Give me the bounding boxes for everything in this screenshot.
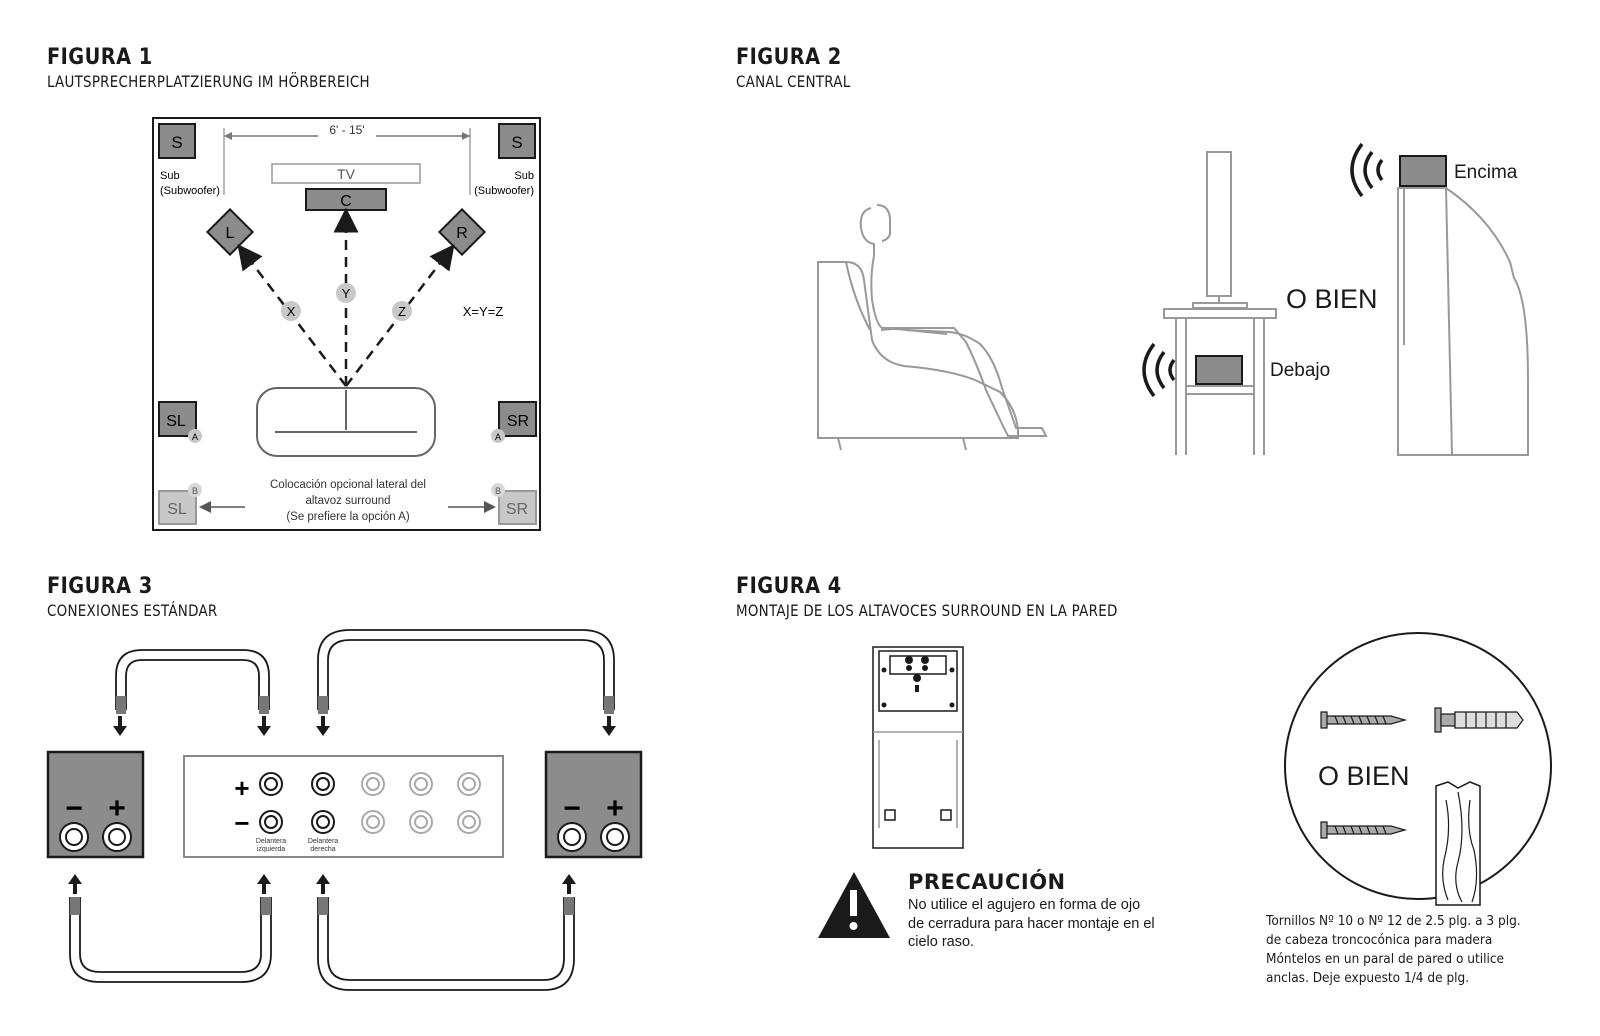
bracket-holes	[881, 656, 955, 708]
figure-3-subtitle: CONEXIONES ESTÁNDAR	[47, 601, 218, 620]
screw-detail-circle	[1284, 632, 1552, 900]
option-b-badge-right	[491, 483, 505, 497]
figure-3-diagram: − + − + + − Delantera izquierda Delanter…	[46, 629, 643, 991]
option-b-badge-left	[188, 483, 202, 497]
figure-4-diagram	[818, 632, 1552, 938]
distance-x-label: X	[287, 304, 296, 319]
warning-icon	[818, 872, 890, 938]
sound-waves-below-icon	[1142, 342, 1176, 398]
screw-with-anchor-icon	[1434, 707, 1524, 733]
sub-label-full-right: (Subwoofer)	[474, 185, 534, 197]
armchair	[817, 261, 1019, 439]
surround-left-label: SL	[166, 413, 186, 430]
option-a-badge-right	[491, 429, 505, 443]
front-left-label-1: Delantera	[256, 838, 286, 845]
sound-waves-above-icon	[1350, 142, 1384, 198]
surround-right-speaker	[498, 401, 537, 437]
screw-icon	[1320, 711, 1408, 729]
front-right-label-1: Delantera	[308, 838, 338, 845]
center-speaker-below	[1195, 355, 1243, 385]
sub-label-left: Sub	[160, 170, 180, 182]
figure-2-subtitle: CANAL CENTRAL	[736, 72, 851, 91]
center-speaker-above	[1399, 155, 1447, 187]
equation-label: X=Y=Z	[463, 304, 504, 319]
subwoofer-left-label: S	[171, 133, 182, 152]
caution-text: No utilice el agujero en forma de ojo de…	[908, 897, 1155, 950]
seated-person	[859, 204, 1048, 437]
keyhole-icon	[913, 674, 922, 692]
tv-label: TV	[337, 166, 356, 182]
figure-2-diagram	[817, 142, 1529, 456]
surround-left-speaker	[158, 401, 197, 437]
surround-right-optional	[498, 490, 537, 525]
subwoofer-right-label: S	[511, 133, 522, 152]
screw-note: Tornillos Nº 10 o Nº 12 de 2.5 plg. a 3 …	[1266, 913, 1521, 986]
figure-1-diagram: 6' - 15' S Sub (Subwoofer) S Sub (Subwoo…	[152, 117, 541, 531]
tv-on-table	[1163, 151, 1277, 455]
above-label: Encima	[1454, 162, 1518, 183]
speaker-cables	[69, 629, 615, 991]
receiver-minus: −	[234, 808, 249, 838]
sub-label-full-left: (Subwoofer)	[160, 185, 220, 197]
left-speaker-plus: +	[108, 792, 126, 825]
center-speaker-label: C	[340, 193, 352, 210]
right-speaker-label: R	[456, 225, 468, 242]
distance-x-line	[237, 244, 347, 387]
receiver-terminals	[259, 772, 481, 834]
left-speaker-minus: −	[65, 792, 83, 825]
tv-cabinet	[1397, 187, 1529, 456]
distance-y-badge	[336, 283, 356, 303]
optional-note-line-1: Colocación opcional lateral del	[270, 479, 426, 491]
left-speaker-label: L	[226, 225, 235, 242]
screw-icon-2	[1320, 821, 1408, 839]
figure-4-subtitle: MONTAJE DE LOS ALTAVOCES SURROUND EN LA …	[736, 601, 1118, 620]
distance-z-line	[345, 244, 455, 387]
sub-label-right: Sub	[514, 170, 534, 182]
right-speaker	[437, 207, 487, 257]
front-left-label-2: izquierda	[257, 846, 286, 853]
figure-3-title: FIGURA 3	[47, 574, 153, 599]
fig4-or-label: O BIEN	[1318, 761, 1410, 791]
option-a-label-left: A	[192, 432, 198, 442]
option-a-badge-left	[188, 429, 202, 443]
wall-mount-bracket	[872, 646, 964, 849]
cable-ends	[70, 696, 614, 915]
subwoofer-left	[158, 123, 196, 159]
distance-z-badge	[392, 301, 412, 321]
figure-4-title: FIGURA 4	[736, 574, 842, 599]
connection-arrows	[68, 716, 616, 894]
distance-z-label: Z	[398, 304, 406, 319]
option-b-label-right: B	[495, 486, 501, 496]
subwoofer-right	[498, 123, 536, 159]
distance-label: 6' - 15'	[329, 123, 364, 137]
optional-note-line-3: (Se prefiere la opción A)	[286, 511, 410, 523]
sofa	[256, 387, 436, 457]
figure-2-title: FIGURA 2	[736, 45, 842, 70]
front-right-label-2: derecha	[310, 846, 335, 853]
caution-title: PRECAUCIÓN	[908, 870, 1066, 894]
surround-left-optional	[158, 490, 197, 525]
wood-stud-icon	[1435, 781, 1481, 906]
below-label: Debajo	[1270, 360, 1330, 381]
right-speaker-minus: −	[563, 792, 581, 825]
fig2-or-label: O BIEN	[1286, 284, 1378, 314]
surround-left-optional-label: SL	[167, 501, 187, 518]
surround-right-optional-label: SR	[506, 501, 528, 518]
distance-y-label: Y	[342, 286, 351, 301]
room-outline	[152, 117, 541, 531]
option-a-label-right: A	[495, 432, 501, 442]
receiver-plus: +	[234, 773, 249, 803]
right-speaker-plus: +	[606, 792, 624, 825]
receiver-panel	[183, 755, 504, 858]
distance-x-badge	[281, 301, 301, 321]
tv	[271, 163, 421, 184]
option-b-label-left: B	[192, 486, 198, 496]
left-speaker	[205, 207, 255, 257]
optional-note-line-2: altavoz surround	[305, 495, 390, 507]
surround-right-label: SR	[507, 413, 529, 430]
figure-1-title: FIGURA 1	[47, 45, 153, 70]
figure-1-subtitle: LAUTSPRECHERPLATZIERUNG IM HÖRBEREICH	[47, 72, 370, 91]
